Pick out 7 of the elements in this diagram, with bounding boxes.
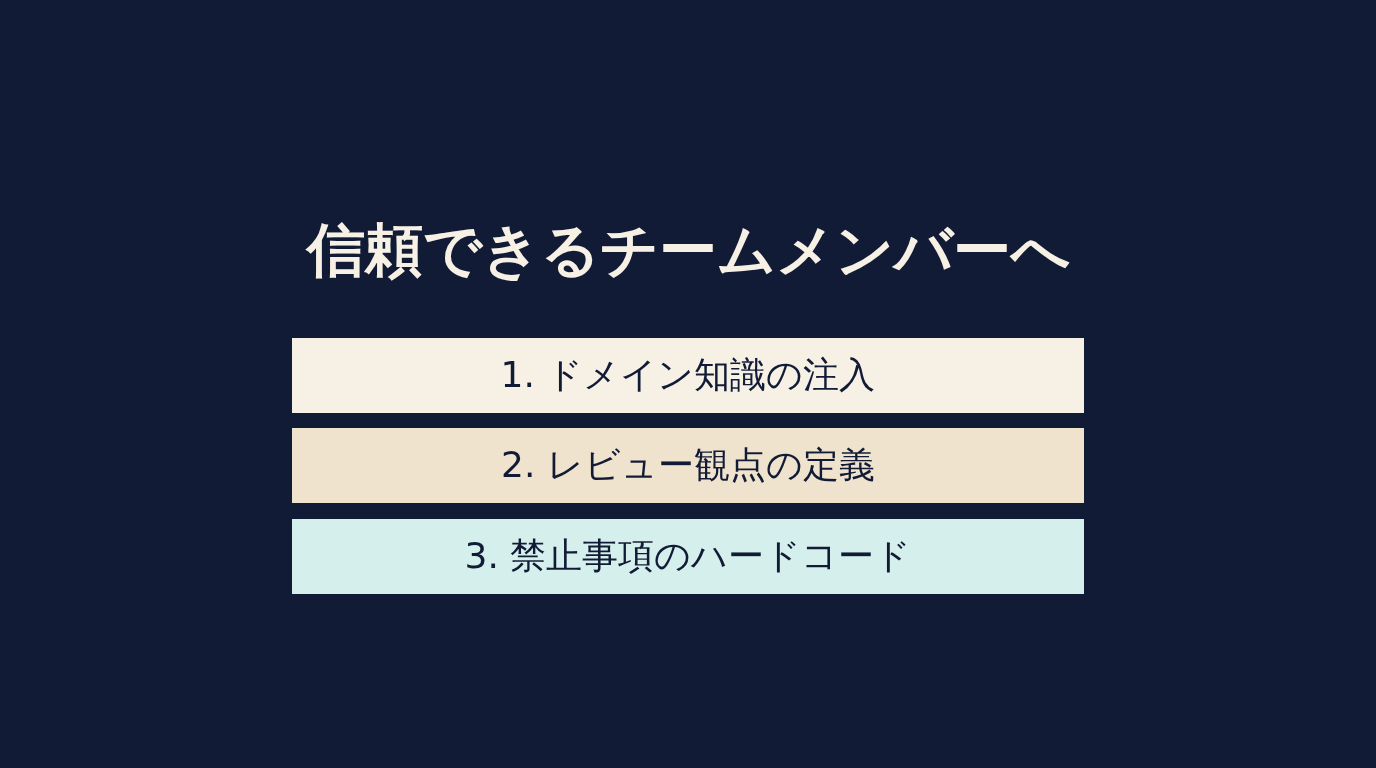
item-text: 3. 禁止事項のハードコード [464, 534, 912, 578]
item-text: 1. ドメイン知識の注入 [500, 353, 876, 397]
list-item-bar [292, 519, 1084, 594]
list-item-bar [292, 428, 1084, 503]
title: 信頼できるチームメンバーへ [304, 215, 1071, 286]
list-item-bar [292, 338, 1084, 413]
item-text: 2. レビュー観点の定義 [501, 443, 875, 487]
